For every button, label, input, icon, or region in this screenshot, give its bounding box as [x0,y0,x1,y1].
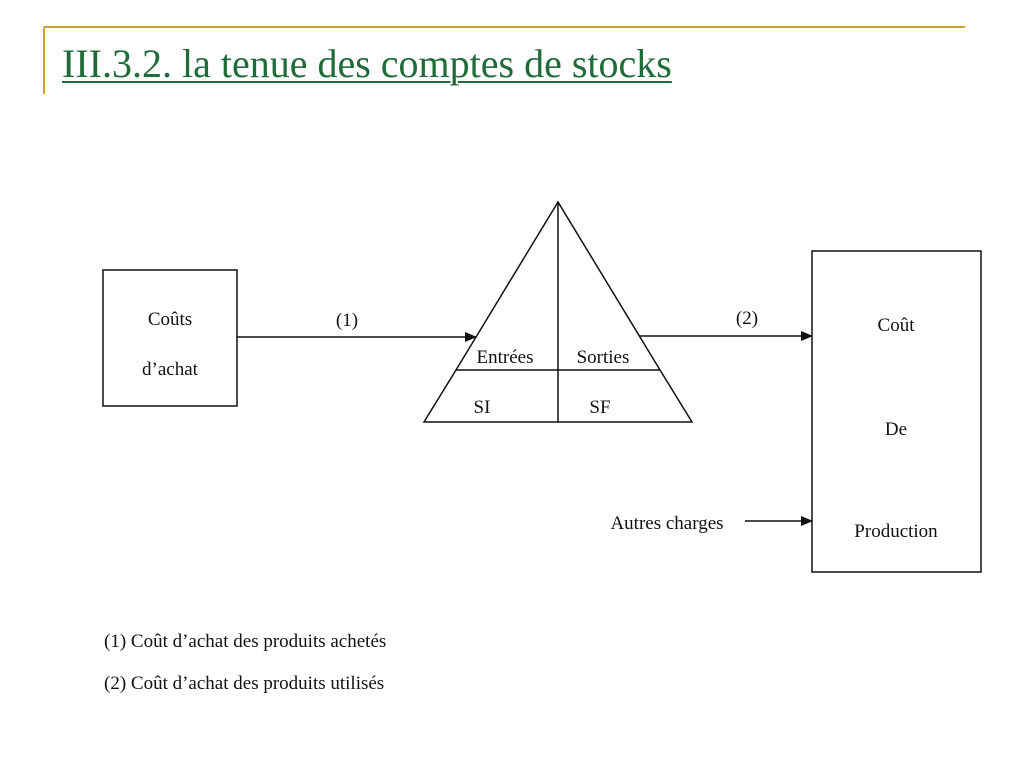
stock-opening-label: SI [474,397,491,418]
production-cost-box [811,250,982,573]
stock-exits-label: Sorties [577,347,630,368]
production-cost-line1: Coût [878,315,916,336]
page-title: III.3.2. la tenue des comptes de stocks [62,41,672,86]
stock-entries-label: Entrées [477,347,534,368]
legend-note-1: (1) Coût d’achat des produits achetés [104,631,387,652]
production-cost-line2: De [885,419,907,440]
legend-notes: (1) Coût d’achat des produits achetés (2… [104,628,386,712]
arrow-1-label: (1) [336,310,358,331]
stock-account-triangle [422,200,694,423]
production-cost-line3: Production [854,521,938,542]
purchase-cost-box [102,269,238,407]
other-charges-label: Autres charges [610,513,723,534]
purchase-cost-line2: d’achat [142,359,199,380]
arrow-2-label: (2) [736,308,758,329]
purchase-cost-line1: Coûts [148,309,192,330]
legend-note-2: (2) Coût d’achat des produits utilisés [104,673,385,694]
stock-closing-label: SF [589,397,610,418]
